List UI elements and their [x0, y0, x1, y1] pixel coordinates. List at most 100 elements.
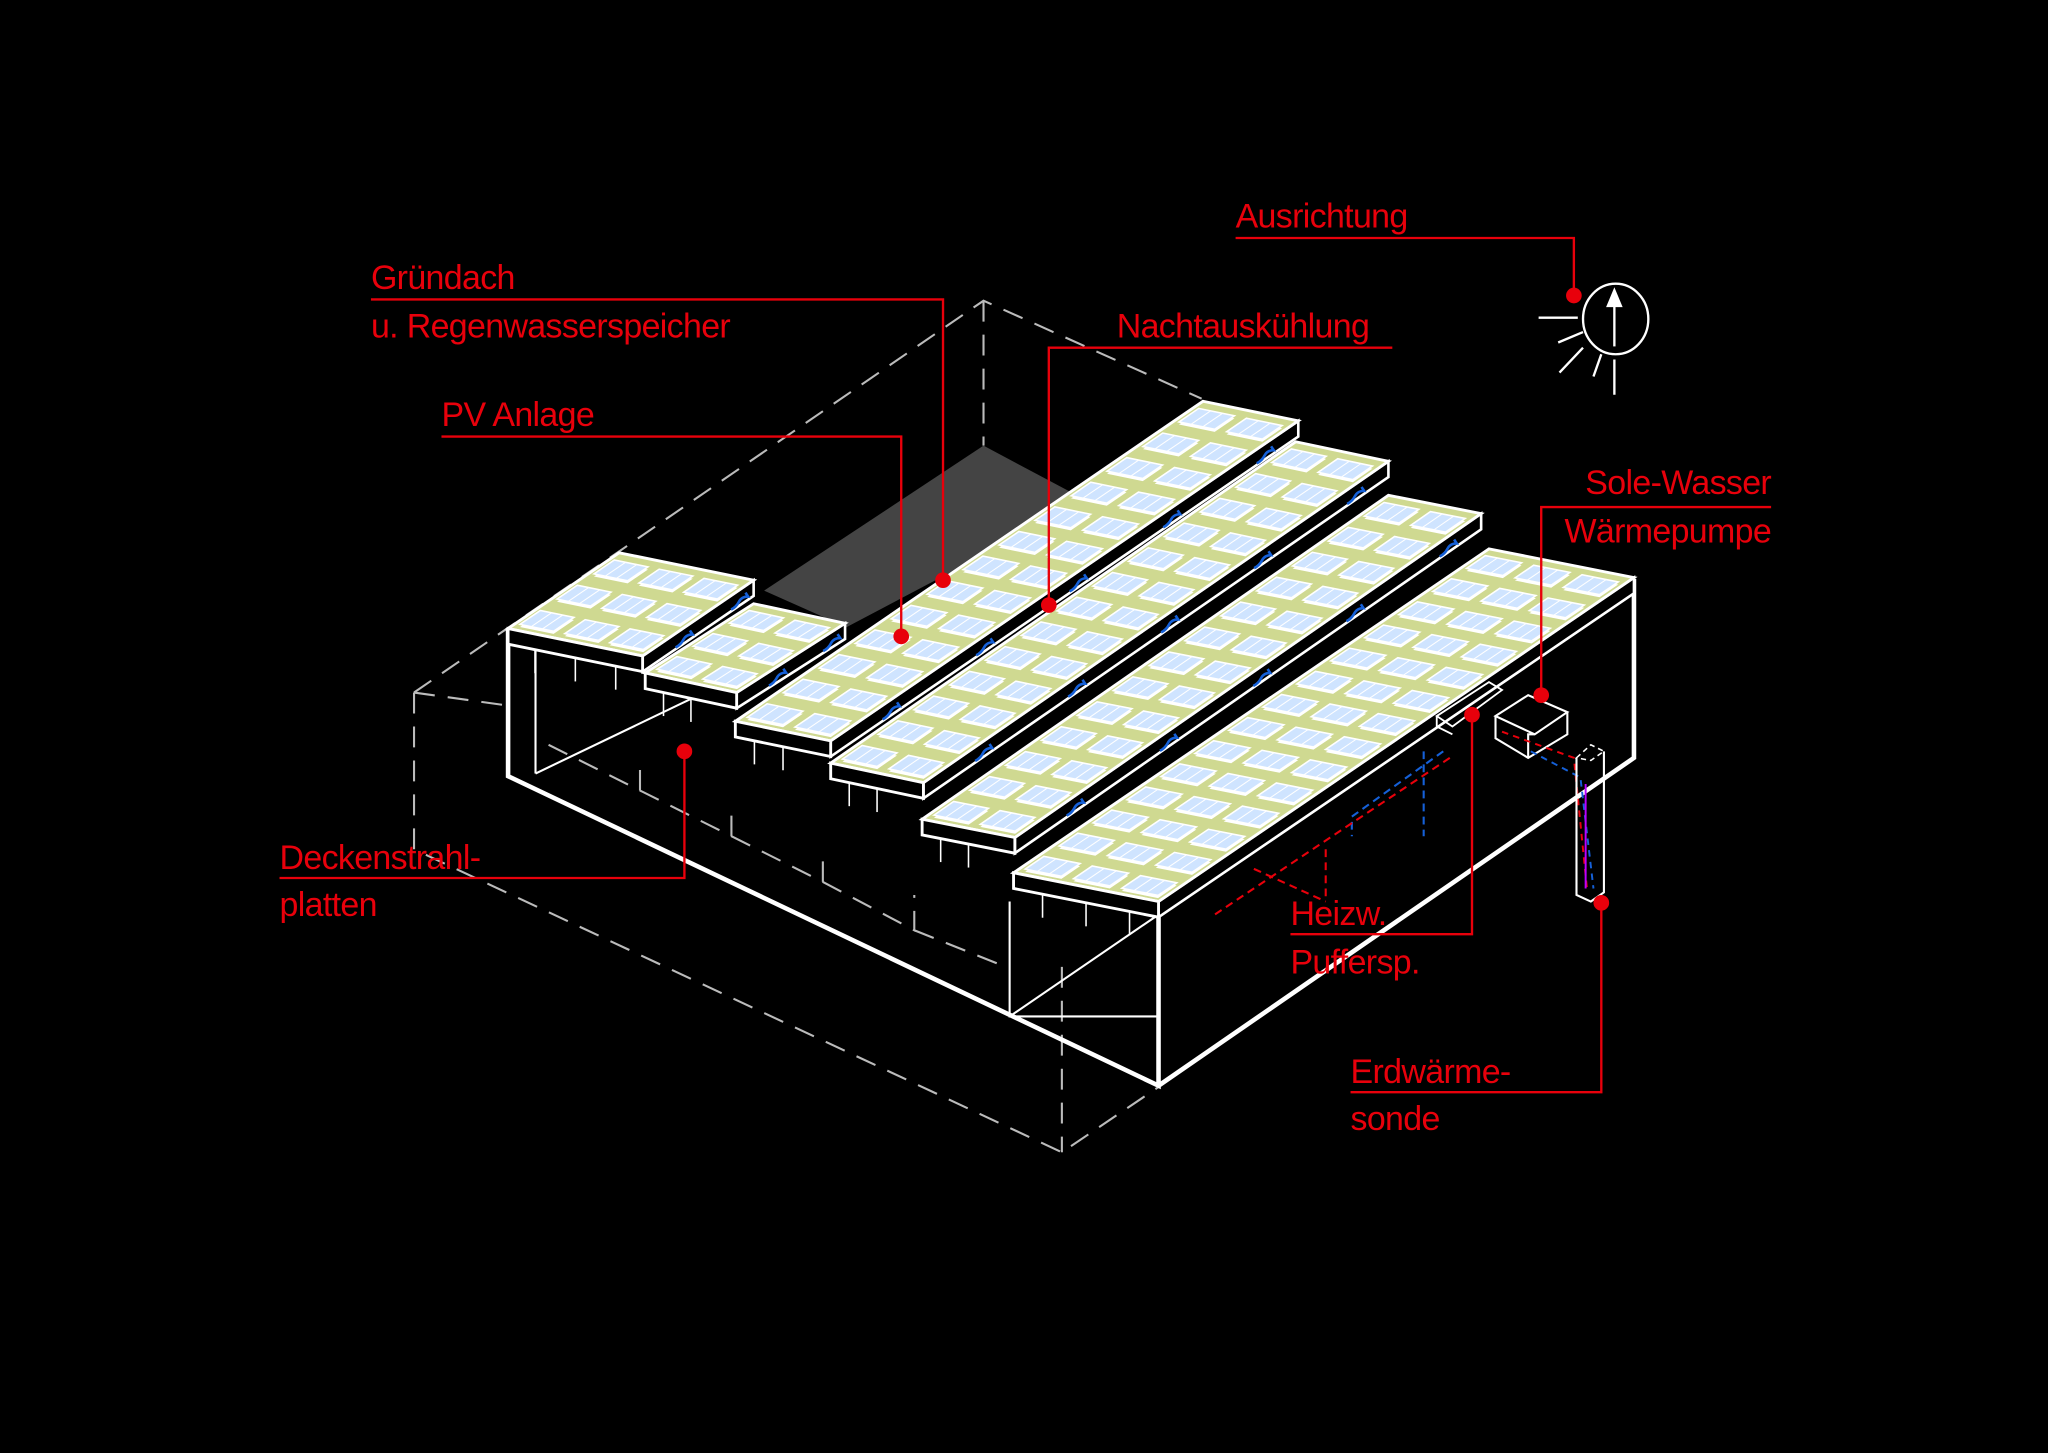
pv-panel-cells [1119, 874, 1179, 897]
pv-panel-cells [1187, 828, 1247, 851]
pv-cell-line [660, 573, 682, 589]
pv-panel [1008, 565, 1069, 590]
pv-cell-line [1119, 844, 1139, 859]
pv-cell-line [1519, 625, 1539, 639]
pv-cell-line [1375, 504, 1396, 519]
pv-cell-line [1078, 633, 1100, 649]
pv-cell-line [991, 812, 1012, 828]
pv-cell-line [889, 722, 910, 738]
pv-cell-line [1207, 631, 1229, 646]
pv-cell-line [1179, 856, 1199, 871]
pv-cell-line [1058, 543, 1079, 558]
pv-cell-line [1187, 798, 1207, 813]
pv-cell-line [1473, 646, 1493, 660]
pv-panel [1147, 651, 1206, 676]
pv-panel [1003, 750, 1063, 775]
pv-cell-line [694, 580, 716, 595]
pv-panel-cells [1075, 700, 1134, 724]
pv-cell-line [1104, 812, 1125, 826]
pv-panel [1208, 532, 1268, 557]
pv-panel [1173, 556, 1232, 582]
pv-panel [1396, 601, 1456, 625]
pv-panel [1039, 725, 1099, 750]
pv-cell-line [1255, 752, 1275, 766]
pv-cell-line [1315, 556, 1336, 571]
heat-pump-unit [1435, 681, 1570, 760]
pv-panel [936, 614, 997, 639]
pv-panel [1265, 610, 1324, 635]
pv-cell-line [1314, 588, 1335, 603]
pv-panel [1183, 626, 1242, 651]
pv-cell-line [1351, 531, 1372, 547]
pv-panel-cells [1493, 620, 1553, 642]
pv-cell-line [853, 747, 875, 762]
night-cooling-airflow-icon [1067, 679, 1088, 698]
pv-cell-line [567, 587, 589, 602]
pv-panel [817, 653, 877, 679]
pv-cell-line [890, 668, 911, 684]
pv-cell-line [1242, 638, 1263, 653]
pv-cell-line [1342, 650, 1362, 664]
pv-panel [1071, 865, 1131, 889]
pv-cell-line [854, 693, 875, 708]
pv-cell-line [1458, 613, 1479, 628]
pv-cell-line [914, 609, 936, 625]
pv-cell-line [1436, 638, 1457, 653]
pv-panel [1207, 772, 1267, 796]
pv-cell-line [1405, 692, 1425, 707]
pv-cell-line [1274, 696, 1294, 710]
pv-cell-line [1063, 762, 1084, 778]
label-ausrichtung: Ausrichtung [1236, 198, 1408, 236]
pv-cell-line [996, 648, 1018, 664]
pv-cell-line [1233, 777, 1253, 792]
pv-panel-cells [562, 618, 621, 642]
pv-cell-line [992, 780, 1014, 796]
pv-panel [745, 702, 805, 728]
pv-cell-line [668, 658, 689, 673]
pv-panel [727, 609, 786, 634]
pv-panel [1091, 809, 1151, 833]
annotation-waermepumpe: Sole-Wasser Wärmepumpe [1533, 464, 1772, 703]
pv-cell-line [1034, 570, 1055, 585]
pv-cell-line [1008, 651, 1029, 666]
pv-panel [607, 627, 666, 653]
pv-cell-line [983, 710, 1004, 725]
pv-cell-line [1269, 512, 1290, 528]
pv-panel [1218, 601, 1278, 626]
night-cooling-airflow-icon [1252, 668, 1273, 688]
pv-cell-line [842, 690, 863, 706]
pv-panel [876, 719, 935, 745]
pv-panel [1152, 466, 1213, 491]
pv-cell-line [1206, 742, 1227, 757]
pv-cell-line [1022, 535, 1044, 551]
pv-cell-line [1099, 737, 1120, 753]
pv-panel-cells [1265, 610, 1324, 633]
night-cooling-airflow-icon [1346, 486, 1367, 506]
pv-panel-cells [1153, 851, 1213, 874]
pv-panel [1023, 855, 1083, 879]
pv-cell-line [1199, 800, 1219, 815]
pv-cell-line [1166, 437, 1187, 452]
pv-panel-cells [997, 530, 1057, 554]
pv-cell-line [758, 705, 780, 721]
pv-cell-line [679, 661, 701, 675]
pv-cell-line [1214, 447, 1235, 462]
pv-cell-line [1303, 761, 1323, 776]
pv-cell-line [1218, 665, 1239, 680]
night-cooling-airflow-icon [1159, 733, 1180, 752]
pv-panel [886, 754, 946, 779]
night-cooling-airflow-icon [1439, 538, 1460, 558]
pv-panel [1019, 621, 1078, 646]
pv-cell-line [1422, 606, 1442, 620]
pv-cell-line [938, 582, 960, 598]
pv-cell-line [986, 592, 1007, 607]
label-deckenstrahl: Deckenstrahl- [280, 839, 481, 877]
night-cooling-airflow-icon [1345, 603, 1366, 623]
pv-panel [1187, 828, 1247, 852]
pv-cell-line [1254, 640, 1275, 655]
pv-panel [1126, 546, 1186, 572]
pv-cell-line [1587, 579, 1607, 593]
pv-panel [1198, 497, 1257, 522]
pv-panel [517, 609, 576, 634]
label-erdwaerme: Erdwärme- [1351, 1053, 1511, 1091]
